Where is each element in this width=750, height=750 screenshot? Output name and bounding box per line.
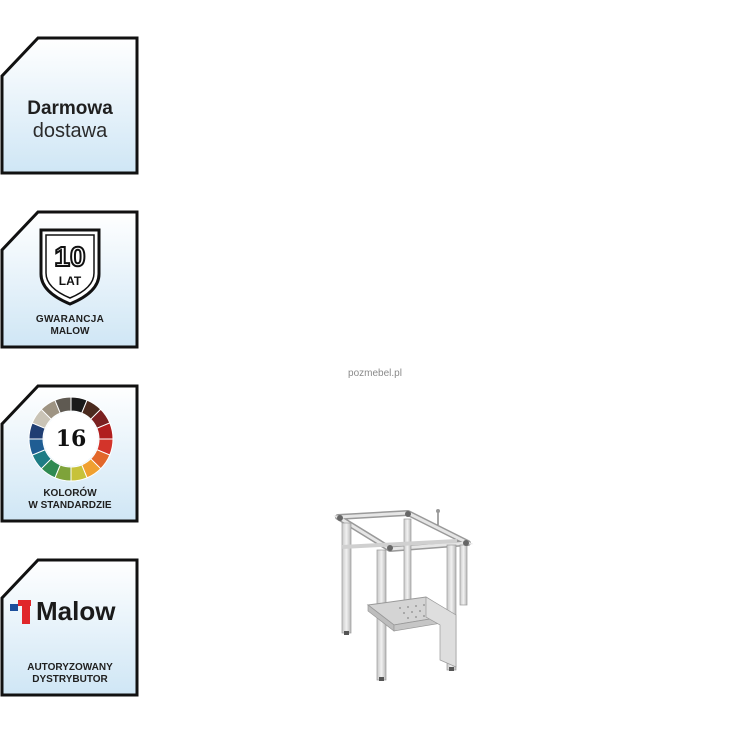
color-wheel-center: [44, 412, 98, 466]
warranty-badge: 10 LAT GWARANCJA MALOW: [0, 210, 140, 350]
malow-logo-icon: [10, 600, 31, 624]
shield-icon: 10 LAT: [39, 228, 101, 306]
warranty-line1: GWARANCJA: [35, 314, 105, 325]
malow-line1: AUTORYZOWANY: [27, 662, 113, 673]
color-wheel-icon: [28, 396, 114, 482]
colors-line2: W STANDARDZIE: [28, 500, 112, 511]
warranty-unit: LAT: [59, 274, 82, 288]
colors-line1: KOLORÓW: [43, 488, 97, 499]
free-delivery-badge: Darmowa dostawa: [0, 36, 140, 176]
malow-brand-name: Malow: [36, 596, 116, 626]
color-swatch-segment: [54, 396, 72, 414]
delivery-line1: Darmowa: [27, 98, 113, 119]
warranty-years: 10: [54, 241, 85, 272]
delivery-line2: dostawa: [32, 120, 108, 142]
product-image: [333, 509, 474, 681]
color-count: 16: [55, 426, 87, 452]
watermark-text: pozmebel.pl: [348, 368, 402, 379]
colors-badge: 16 KOLORÓW W STANDARDZIE: [0, 384, 140, 524]
malow-distributor-badge: Malow AUTORYZOWANY DYSTRYBUTOR: [0, 558, 140, 698]
warranty-line2: MALOW: [50, 326, 90, 337]
badge-frame: [0, 36, 139, 175]
badge-frame: [0, 558, 139, 697]
malow-line2: DYSTRYBUTOR: [32, 674, 108, 685]
